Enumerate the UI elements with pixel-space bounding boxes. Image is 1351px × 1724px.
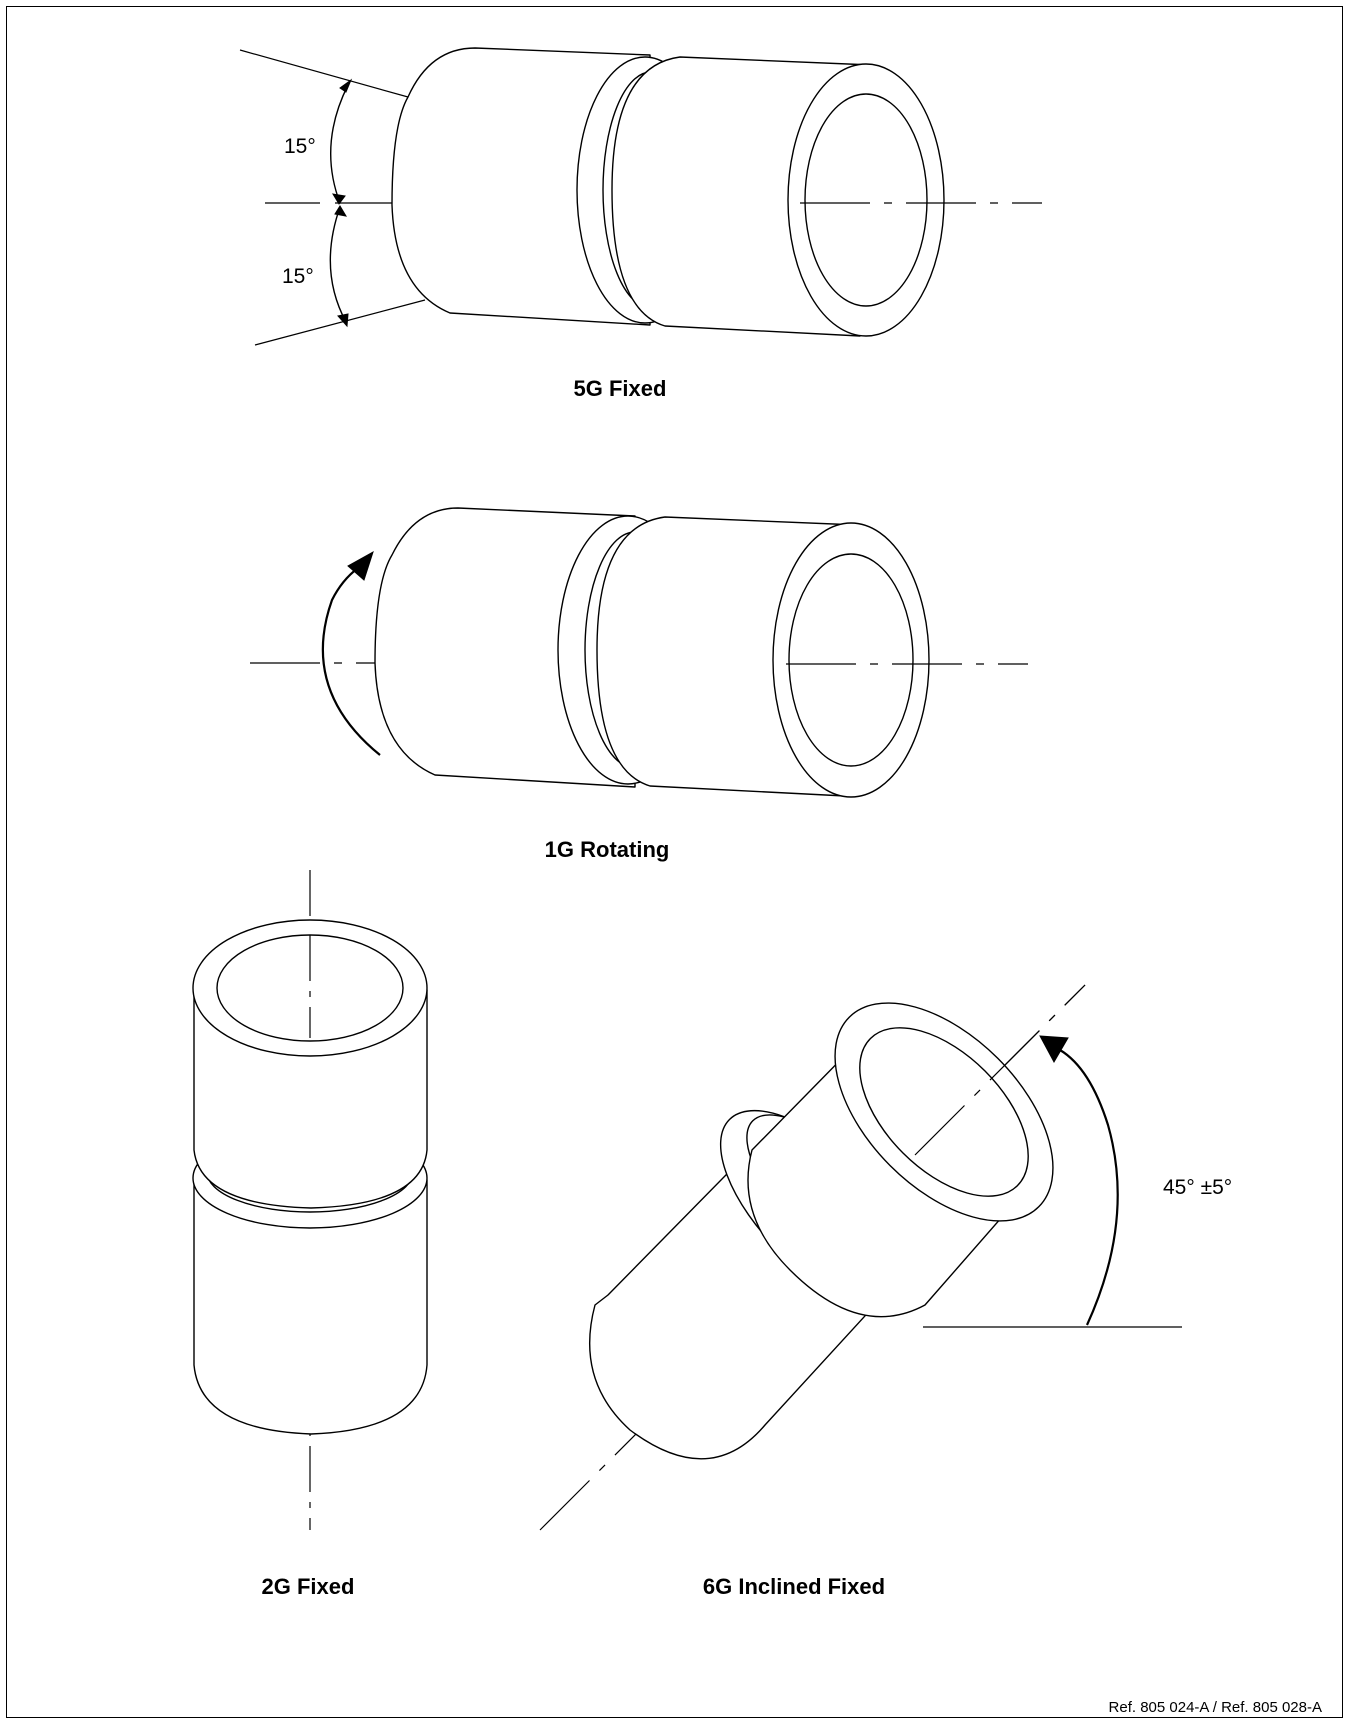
pipe-end-outer (834, 1002, 1054, 1222)
caption-1g: 1G Rotating (545, 837, 670, 862)
pipe-end-outer (772, 522, 930, 798)
figure-5g-fixed: 15° 15° 5G Fixed (239, 47, 1042, 401)
caption-2g: 2G Fixed (262, 1574, 355, 1599)
angle-arc-upper (329, 84, 349, 204)
reference-number: Ref. 805 024-A / Ref. 805 028-A (1109, 1699, 1322, 1716)
angle-line-lower (254, 299, 426, 346)
pipe-end-inner (859, 1027, 1029, 1197)
caption-6g: 6G Inclined Fixed (703, 1574, 885, 1599)
rotation-arrow (321, 567, 381, 756)
angle-label-upper: 15° (284, 135, 316, 158)
angle-label-lower: 15° (282, 265, 314, 288)
figure-2g-fixed: 2G Fixed (192, 870, 428, 1599)
angle-arc-lower (329, 206, 347, 323)
caption-5g: 5G Fixed (574, 376, 667, 401)
angle-label: 45° ±5° (1163, 1176, 1232, 1199)
figure-6g-inclined-fixed: 45° ±5° 6G Inclined Fixed (539, 984, 1232, 1599)
pipe-end-inner (804, 93, 928, 307)
pipe-end-outer (787, 63, 945, 337)
figure-1g-rotating: 1G Rotating (250, 507, 1028, 862)
angle-arrow (1059, 1049, 1119, 1326)
pipe-end-inner (788, 553, 914, 767)
pipe-lower (193, 1179, 428, 1435)
angle-line-upper (239, 49, 409, 98)
pipe-end-outer (192, 919, 428, 1057)
pipe-upper (747, 1039, 1031, 1318)
